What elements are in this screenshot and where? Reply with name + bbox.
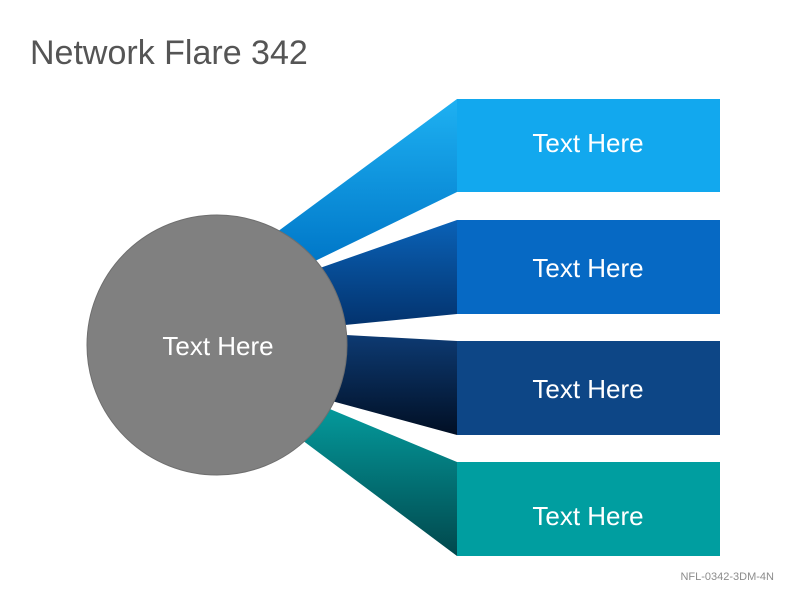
branch-box-1[interactable]: Text Here — [457, 99, 720, 192]
branch-box-4[interactable]: Text Here — [457, 462, 720, 556]
slide-title: Network Flare 342 — [30, 34, 308, 72]
flare-connector-2 — [317, 220, 457, 325]
footer-code: NFL-0342-3DM-4N — [680, 571, 774, 583]
branch-box-4-bg — [457, 462, 720, 556]
center-hub-circle — [86, 214, 348, 476]
flare-connector-4 — [302, 407, 457, 556]
center-hub[interactable]: Text Here — [86, 214, 348, 476]
branch-box-3-label: Text Here — [532, 374, 643, 404]
branch-box-2-bg — [457, 220, 720, 314]
branch-box-3[interactable]: Text Here — [457, 341, 720, 435]
branch-box-4-label: Text Here — [532, 501, 643, 531]
branch-box-2[interactable]: Text Here — [457, 220, 720, 314]
branch-box-2-label: Text Here — [532, 253, 643, 283]
center-hub-label: Text Here — [162, 331, 273, 361]
branch-box-1-label: Text Here — [532, 128, 643, 158]
flare-connector-3 — [328, 335, 457, 435]
flare-connector-1 — [277, 99, 457, 262]
branch-box-1-bg — [457, 99, 720, 192]
branch-box-3-bg — [457, 341, 720, 435]
